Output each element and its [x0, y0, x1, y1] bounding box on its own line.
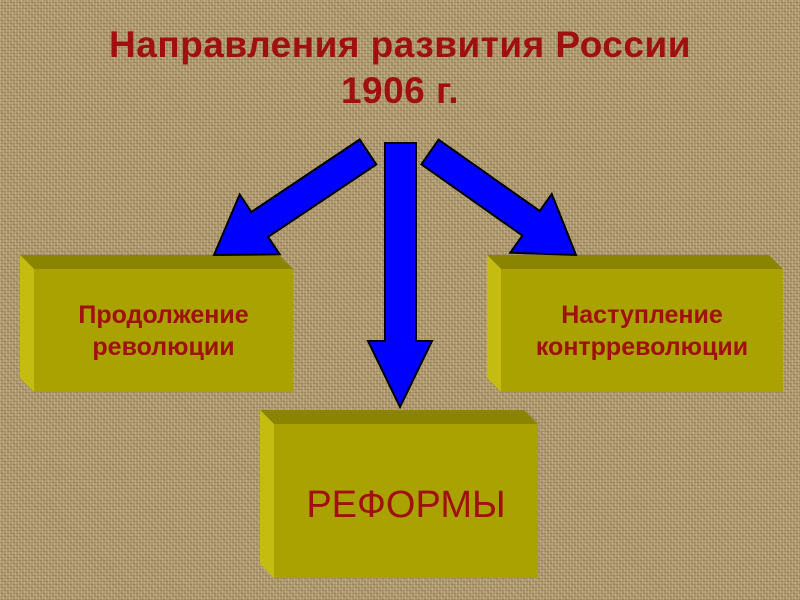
title-line-1: Направления развития России	[109, 24, 691, 65]
box-revolution-line2: революции	[92, 332, 235, 361]
box-counterrevolution-line2: контрреволюции	[535, 332, 749, 361]
box-revolution-line1: Продолжение	[78, 300, 249, 329]
box-reforms: РЕФОРМЫ	[260, 410, 538, 578]
box-counterrevolution-line1: Наступление	[561, 300, 723, 329]
arrow-right	[420, 138, 578, 257]
arrow-center	[366, 142, 434, 410]
box-reforms-label: РЕФОРМЫ	[306, 484, 506, 526]
arrow-left	[212, 138, 378, 257]
box-counterrevolution: Наступление контрреволюции	[487, 255, 783, 392]
title-line-2: 1906 г.	[340, 70, 460, 111]
box-revolution: Продолжение революции	[20, 255, 293, 392]
slide-title: Направления развития России 1906 г.	[0, 22, 800, 114]
